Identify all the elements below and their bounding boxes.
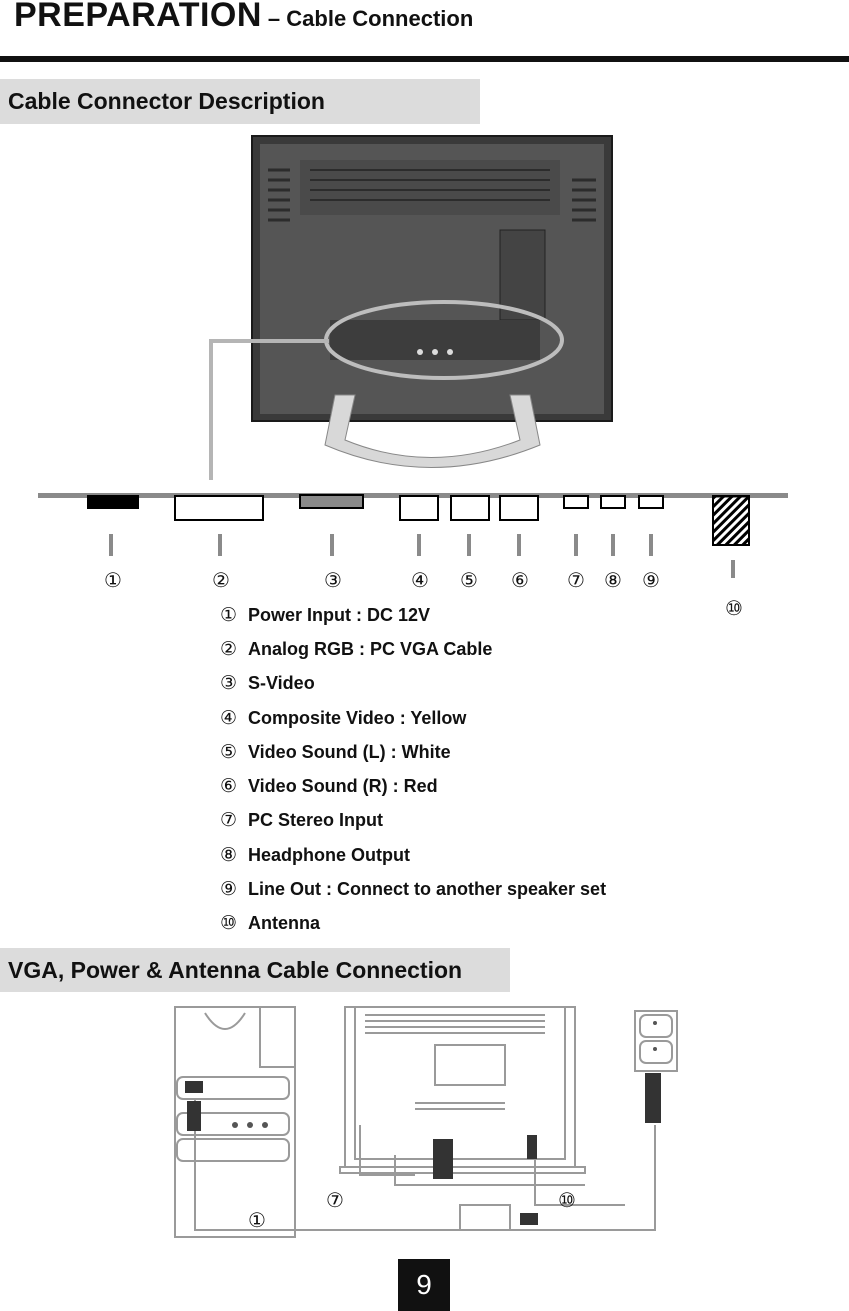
cable-connection-diagram [174,1006,678,1238]
legend-item: ⑥ Video Sound (R) : Red [220,769,606,803]
legend-number: ④ [220,707,238,729]
legend-label: Power Input : DC 12V [248,604,431,625]
section-heading-connector-description: Cable Connector Description [0,79,480,124]
legend-item: ⑧ Headphone Output [220,838,606,872]
legend-label: Video Sound (R) : Red [248,776,438,797]
legend-label: Video Sound (L) : White [248,741,451,762]
legend-label: PC Stereo Input [248,810,384,831]
legend-number: ② [220,638,238,660]
legend-item: ④ Composite Video : Yellow [220,701,606,735]
monitor-back-illustration [251,135,613,468]
legend-number: ⑩ [220,913,238,935]
legend-item: ⑩ Antenna [220,907,606,941]
diagram-callout-1: ① [248,1210,266,1232]
legend-item: ⑦ PC Stereo Input [220,804,606,838]
legend-number: ⑧ [220,844,238,866]
legend-item: ⑨ Line Out : Connect to another speaker s… [220,872,606,906]
connector-number-1: ① [104,570,122,592]
connector-strip [38,493,788,578]
legend-number: ⑦ [220,810,238,832]
callout-line [209,339,329,480]
connector-number-5: ⑤ [460,570,478,592]
legend-label: Composite Video : Yellow [248,707,467,728]
page-title: PREPARATION– Cable Connection [14,0,473,35]
connector-number-2: ② [212,570,230,592]
connector-number-4: ④ [411,570,429,592]
legend-label: S-Video [248,673,315,694]
diagram-callout-7: ⑦ [326,1190,344,1212]
page-number: 9 [398,1259,450,1311]
legend-label: Analog RGB : PC VGA Cable [248,638,493,659]
connector-number-3: ③ [324,570,342,592]
connector-number-6: ⑥ [511,570,529,592]
legend-label: Line Out : Connect to another speaker se… [248,879,607,900]
legend-label: Headphone Output [248,844,410,865]
legend-number: ⑨ [220,879,238,901]
connector-legend: ① Power Input : DC 12V ② Analog RGB : PC V… [220,598,606,941]
title-main: PREPARATION [14,0,262,34]
legend-number: ⑤ [220,741,238,763]
title-rule [0,56,849,62]
section-heading-cable-connection: VGA, Power & Antenna Cable Connection [0,948,510,992]
legend-item: ⑤ Video Sound (L) : White [220,735,606,769]
legend-label: Antenna [248,913,320,934]
legend-item: ② Analog RGB : PC VGA Cable [220,632,606,666]
legend-number: ① [220,604,238,626]
legend-item: ① Power Input : DC 12V [220,598,606,632]
legend-number: ③ [220,673,238,695]
connector-number-8: ⑧ [604,570,622,592]
title-sub: – Cable Connection [267,6,474,31]
legend-item: ③ S-Video [220,667,606,701]
legend-number: ⑥ [220,776,238,798]
connector-number-10: ⑩ [725,598,743,620]
connector-number-7: ⑦ [567,570,585,592]
diagram-callout-10: ⑩ [558,1190,576,1212]
connector-number-9: ⑨ [642,570,660,592]
